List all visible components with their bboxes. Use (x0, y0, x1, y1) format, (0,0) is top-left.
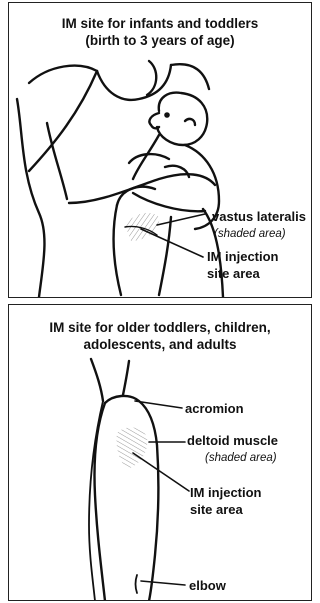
neck-front-outline (123, 361, 129, 395)
adult-panel-title: IM site for older toddlers, children, ad… (9, 319, 311, 353)
acromion-label: acromion (185, 401, 244, 416)
infant-injection-site-label-line-2: site area (207, 266, 260, 281)
adult-left-shoulder (29, 66, 97, 83)
adult-neck-collar (97, 65, 171, 100)
child-diaper-top (133, 193, 205, 211)
infant-im-site-panel: IM site for infants and toddlers (birth … (8, 2, 312, 298)
adult-left-side (17, 99, 44, 297)
adult-title-line-2: adolescents, and adults (9, 336, 311, 353)
injection-site-leader-line (141, 229, 203, 257)
deltoid-shaded-area-note: (shaded area) (205, 451, 277, 466)
vastus-shaded-area-note: (shaded area) (214, 227, 286, 242)
adult-hand (129, 154, 169, 163)
adult-right-shoulder (171, 64, 209, 89)
elbow-label: elbow (189, 578, 226, 593)
child-eye (165, 113, 168, 116)
child-head (157, 93, 207, 145)
child-leg-left (114, 205, 121, 295)
elbow-contour (136, 575, 138, 593)
arm-outer-outline (105, 396, 158, 601)
injection-site-leader-line-adult (133, 453, 189, 491)
deltoid-shaded-area (116, 427, 147, 469)
adult-torso-line (47, 123, 67, 199)
vastus-leader-line (157, 214, 205, 225)
adult-im-site-panel: IM site for older toddlers, children, ad… (8, 304, 312, 601)
child-ear (185, 119, 195, 125)
adult-injection-site-label-line-2: site area (190, 502, 243, 517)
adult-title-line-1: IM site for older toddlers, children, (9, 319, 311, 336)
deltoid-muscle-label: deltoid muscle (187, 433, 278, 448)
adult-chin (147, 61, 156, 95)
vastus-lateralis-label: vastus lateralis (212, 209, 306, 224)
infant-panel-title: IM site for infants and toddlers (birth … (9, 15, 311, 49)
infant-injection-site-label-line-1: IM injection (207, 249, 279, 264)
elbow-leader-line (141, 581, 185, 585)
adult-injection-site-label-line-1: IM injection (190, 485, 262, 500)
infant-title-line-2: (birth to 3 years of age) (9, 32, 311, 49)
infant-title-line-1: IM site for infants and toddlers (9, 15, 311, 32)
adult-left-arm-outline (29, 71, 97, 171)
neck-back-outline (91, 359, 103, 401)
child-leg-right (159, 217, 171, 295)
